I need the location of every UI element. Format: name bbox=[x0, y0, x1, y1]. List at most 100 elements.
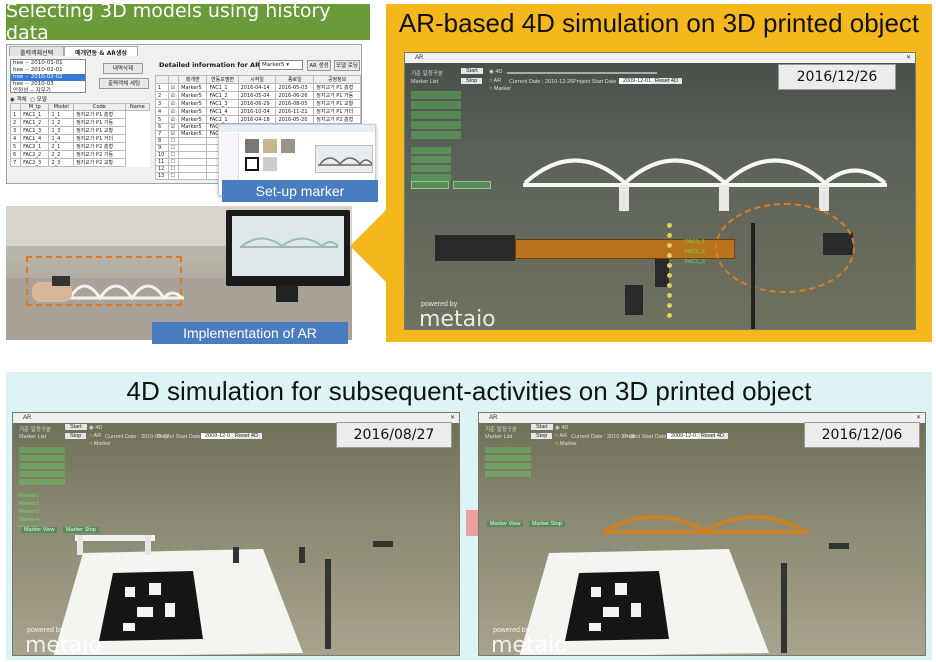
menu-item[interactable] bbox=[19, 447, 65, 453]
history-item-selected[interactable]: hee -- 2010-02-02 bbox=[11, 74, 85, 81]
marker-row[interactable] bbox=[411, 147, 451, 154]
reset-4d-button[interactable]: Reset 4D bbox=[697, 433, 728, 439]
window-close-icon[interactable]: ✕ bbox=[915, 415, 921, 421]
menu-item[interactable] bbox=[411, 121, 461, 129]
mode-4d-radio[interactable]: ◉ 4D bbox=[489, 69, 503, 75]
menu-item[interactable] bbox=[411, 91, 461, 99]
tab-ar-link[interactable]: 매개연동 & AR생성 bbox=[64, 46, 138, 57]
row-checkbox[interactable]: ☑ bbox=[167, 107, 180, 116]
marker-view-button[interactable] bbox=[411, 181, 449, 189]
menu-item[interactable] bbox=[485, 447, 531, 453]
menu-item[interactable] bbox=[485, 455, 531, 461]
mode-4d-radio[interactable]: ◉ 4D bbox=[555, 425, 569, 431]
menu-item[interactable] bbox=[411, 111, 461, 119]
row-checkbox[interactable]: ☑ bbox=[167, 83, 180, 92]
menu-item[interactable] bbox=[19, 455, 65, 461]
radio-object[interactable]: ◉ 객체 bbox=[10, 97, 27, 103]
project-start-input[interactable]: 2009-12-01 bbox=[619, 78, 656, 84]
marker-stop-button[interactable]: Marker Stop bbox=[63, 527, 99, 533]
model-load-button[interactable]: 모델 로딩 bbox=[334, 60, 360, 71]
row-checkbox[interactable]: ☑ bbox=[167, 130, 180, 138]
mode-ar-radio[interactable]: ○ AR bbox=[555, 433, 568, 439]
marker-view-button[interactable]: Marker View bbox=[21, 527, 58, 533]
row-checkbox[interactable]: ☐ bbox=[167, 151, 180, 159]
tab-output-object[interactable]: 출력객체선택 bbox=[9, 46, 65, 57]
row-checkbox[interactable]: ☑ bbox=[167, 91, 180, 100]
start-button[interactable]: Start bbox=[461, 68, 483, 74]
start-button[interactable]: Start bbox=[531, 424, 553, 430]
mode-ar-radio[interactable]: ○ AR bbox=[89, 433, 102, 439]
ar-create-button[interactable]: AR 생성 bbox=[307, 60, 331, 71]
menu-item[interactable] bbox=[19, 471, 65, 477]
marker-thumbnail[interactable] bbox=[245, 157, 259, 171]
window-close-icon[interactable]: ✕ bbox=[905, 55, 911, 61]
history-item[interactable]: hee -- 2010-02-01 bbox=[13, 67, 63, 73]
menu-item[interactable] bbox=[411, 101, 461, 109]
row-checkbox[interactable]: ☐ bbox=[167, 144, 180, 152]
history-item[interactable]: 안정성 -- 지우기 bbox=[13, 88, 51, 94]
marker-stop-button[interactable]: Marker Stop bbox=[529, 521, 565, 527]
marker-row[interactable]: Marker4 bbox=[19, 517, 40, 523]
thumbnail[interactable] bbox=[263, 157, 277, 171]
project-start-input[interactable]: 2009-12-01 bbox=[201, 433, 238, 439]
row-checkbox[interactable]: ☑ bbox=[167, 115, 180, 124]
thumbnail[interactable] bbox=[281, 139, 295, 153]
stop-button[interactable]: Stop bbox=[65, 433, 87, 439]
marker-row[interactable]: Marker1 bbox=[19, 493, 40, 499]
window-close-icon[interactable]: ✕ bbox=[449, 415, 455, 421]
mode-marker-radio[interactable]: ○ Marker bbox=[489, 86, 511, 92]
menu-item[interactable] bbox=[19, 479, 65, 485]
row-checkbox[interactable]: ☐ bbox=[167, 158, 180, 166]
reset-4d-button[interactable]: Reset 4D bbox=[651, 78, 682, 84]
menu-item[interactable] bbox=[485, 471, 531, 477]
reset-4d-button[interactable]: Reset 4D bbox=[231, 433, 262, 439]
timeline-slider[interactable] bbox=[507, 72, 657, 74]
mode-ar-radio[interactable]: ○ AR bbox=[489, 78, 502, 84]
row-checkbox[interactable]: ☑ bbox=[167, 99, 180, 108]
radio-model[interactable]: ○ 모델 bbox=[30, 97, 47, 103]
marker-row[interactable] bbox=[411, 174, 451, 181]
history-list[interactable]: hee -- 2010-01-01 hee -- 2010-02-01 hee … bbox=[10, 59, 86, 94]
marker-stop-button[interactable] bbox=[453, 181, 491, 189]
mode-marker-radio[interactable]: ○ Marker bbox=[555, 441, 577, 447]
stop-button[interactable]: Stop bbox=[461, 78, 483, 84]
menu-item[interactable] bbox=[411, 131, 461, 139]
row-checkbox[interactable]: ☑ bbox=[167, 123, 180, 131]
project-start-input[interactable]: 2009-12-01 bbox=[667, 433, 704, 439]
marker-row[interactable]: Marker2 bbox=[19, 501, 40, 507]
start-button[interactable]: Start bbox=[65, 424, 87, 430]
marker-combo[interactable]: Marker5 ▾ bbox=[259, 60, 303, 70]
marker-row[interactable]: Marker3 bbox=[19, 509, 40, 515]
marker-row[interactable] bbox=[411, 165, 451, 172]
history-item[interactable]: hee -- 2010-01-01 bbox=[13, 60, 63, 66]
menu-item[interactable] bbox=[19, 463, 65, 469]
mode-marker-radio[interactable]: ○ Marker bbox=[89, 441, 111, 447]
structure-block bbox=[233, 547, 239, 563]
mode-4d-radio[interactable]: ◉ 4D bbox=[89, 425, 103, 431]
marker-view-button[interactable]: Marker View bbox=[487, 521, 524, 527]
menu-item[interactable] bbox=[485, 463, 531, 469]
row-checkbox[interactable]: ☐ bbox=[167, 165, 180, 173]
thumbnail[interactable] bbox=[263, 139, 277, 153]
history-item[interactable]: hee -- 2010-03 bbox=[13, 81, 54, 87]
ar-scene: 기준 일정구분 Start ◉ 4D Marker List Stop ○ AR… bbox=[405, 63, 915, 329]
marker-row[interactable] bbox=[411, 156, 451, 163]
stop-button[interactable]: Stop bbox=[531, 433, 553, 439]
output-setting-button[interactable]: 출력객체 세팅 bbox=[99, 78, 149, 89]
delete-history-button[interactable]: 내역삭제 bbox=[103, 63, 143, 74]
thumbnail[interactable] bbox=[245, 139, 259, 153]
row-checkbox[interactable]: ☐ bbox=[167, 172, 180, 180]
row-checkbox[interactable]: ☐ bbox=[167, 137, 180, 145]
